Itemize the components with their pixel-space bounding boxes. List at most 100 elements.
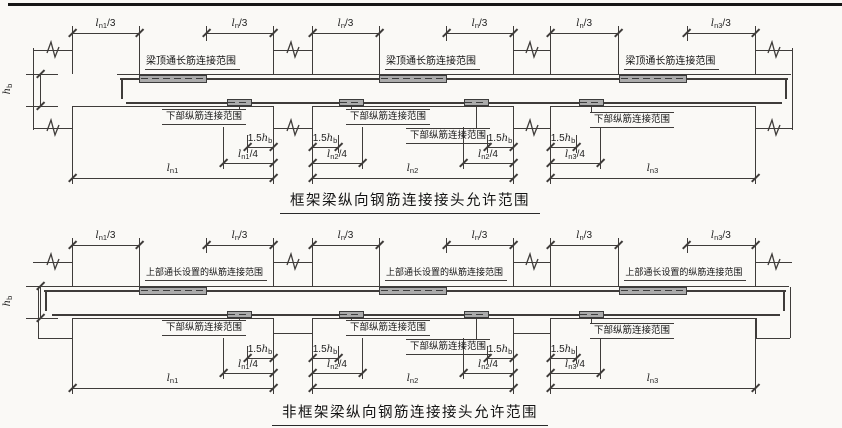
dimension-label: 1.5hb	[487, 133, 513, 145]
dimension-line	[247, 147, 273, 148]
dimension-line	[206, 245, 273, 246]
top-splice-connector	[138, 74, 207, 83]
dimension-label: ln2	[406, 163, 419, 175]
support-face-line	[273, 262, 274, 286]
extension-line	[576, 346, 577, 364]
support-edge-line	[513, 333, 550, 335]
dimension-line	[72, 33, 139, 34]
support-face-line	[72, 50, 73, 74]
leader-line	[351, 318, 352, 320]
dimension-label: ln/3	[337, 18, 354, 30]
support-face-line	[755, 50, 756, 74]
break-symbol-icon	[524, 118, 539, 138]
support-face-line	[72, 262, 73, 286]
extension-line	[26, 318, 58, 319]
dimension-line	[446, 245, 513, 246]
beam-bottom-edge	[72, 106, 273, 107]
extension-line	[273, 238, 274, 262]
dimension-line	[40, 286, 41, 318]
bottom-zone-label: 下部纵筋连接范围	[590, 323, 675, 339]
leader-line	[239, 106, 240, 109]
dimension-label: ln3/4	[565, 149, 585, 161]
dimension-label: 1.5hb	[487, 344, 513, 356]
dimension-line	[223, 373, 273, 374]
top-zone-label: 上部通长设置的纵筋连接范围	[145, 266, 268, 281]
rebar-end-hook	[783, 290, 786, 311]
dimension-line	[312, 178, 513, 179]
support-face-line	[550, 50, 551, 74]
support-face-line	[312, 50, 313, 74]
extension-line	[139, 26, 140, 74]
column-edge-line	[33, 48, 35, 130]
extension-line	[379, 238, 380, 286]
support-face-line	[513, 262, 514, 286]
bottom-zone-label: 下部纵筋连接范围	[406, 339, 491, 355]
dimension-label: ln3/3	[710, 18, 731, 30]
extension-line	[550, 26, 551, 50]
leader-line	[476, 318, 477, 339]
dimension-label: ln3/3	[710, 230, 731, 242]
bottom-splice-connector	[463, 311, 489, 318]
beam-bottom-edge	[312, 106, 513, 107]
extension-line	[26, 106, 58, 107]
extension-line	[72, 238, 73, 262]
beam-bottom-edge	[72, 318, 273, 319]
support-edge-line	[756, 318, 757, 338]
dimension-label: ln1/3	[95, 230, 116, 242]
rebar-end-hook	[785, 78, 788, 99]
extension-line	[139, 238, 140, 286]
dimension-label: ln/3	[337, 230, 354, 242]
break-symbol-icon	[285, 252, 300, 272]
support-edge-line	[312, 318, 314, 333]
extension-line	[463, 338, 464, 379]
extension-line	[513, 238, 514, 262]
drawing-frame-border	[8, 3, 842, 6]
break-symbol-icon	[766, 252, 781, 272]
top-zone-label: 梁顶通长筋连接范围	[145, 55, 240, 70]
top-splice-connector	[378, 74, 447, 83]
dimension-line	[312, 245, 379, 246]
dimension-label: ln1/4	[238, 149, 258, 161]
dimension-line	[487, 358, 513, 359]
break-symbol-icon	[285, 118, 300, 138]
break-symbol-icon	[524, 252, 539, 272]
extension-line	[463, 127, 464, 169]
bottom-zone-label: 下部纵筋连接范围	[346, 109, 431, 125]
bottom-splice-connector	[578, 311, 604, 318]
dimension-label: ln1	[166, 373, 179, 385]
top-zone-label: 梁顶通长筋连接范围	[385, 55, 480, 70]
rebar-end-hook	[45, 290, 48, 311]
break-symbol-icon	[766, 118, 781, 138]
dimension-line	[312, 163, 362, 164]
support-face-line	[273, 50, 274, 74]
bottom-splice-connector	[578, 99, 604, 106]
break-symbol-icon	[766, 40, 781, 60]
dimension-line	[550, 388, 755, 389]
dimension-line	[550, 358, 576, 359]
extension-line	[379, 26, 380, 74]
bottom-splice-connector	[226, 99, 252, 106]
support-edge-line	[756, 338, 790, 340]
dimension-line	[550, 147, 576, 148]
bottom-zone-label: 下部纵筋连接范围	[590, 112, 675, 128]
leader-line	[351, 106, 352, 109]
beam-bottom-edge	[312, 318, 513, 319]
dimension-label: 1.5hb	[247, 133, 273, 145]
dimension-line	[550, 245, 619, 246]
extension-line	[755, 238, 756, 262]
dimension-line	[72, 388, 273, 389]
dimension-label: ln2/4	[327, 149, 347, 161]
dimension-line	[550, 33, 619, 34]
dimension-line	[463, 373, 513, 374]
extension-line	[755, 26, 756, 50]
support-face-line	[312, 262, 313, 286]
top-zone-label: 上部通长设置的纵筋连接范围	[385, 266, 508, 281]
top-zone-label: 上部通长设置的纵筋连接范围	[624, 266, 747, 281]
support-edge-line	[38, 287, 40, 338]
dimension-line	[686, 245, 755, 246]
extension-line	[487, 135, 488, 153]
extension-line	[550, 238, 551, 262]
dimension-label: 1.5hb	[550, 133, 576, 145]
support-edge-line	[72, 318, 73, 338]
